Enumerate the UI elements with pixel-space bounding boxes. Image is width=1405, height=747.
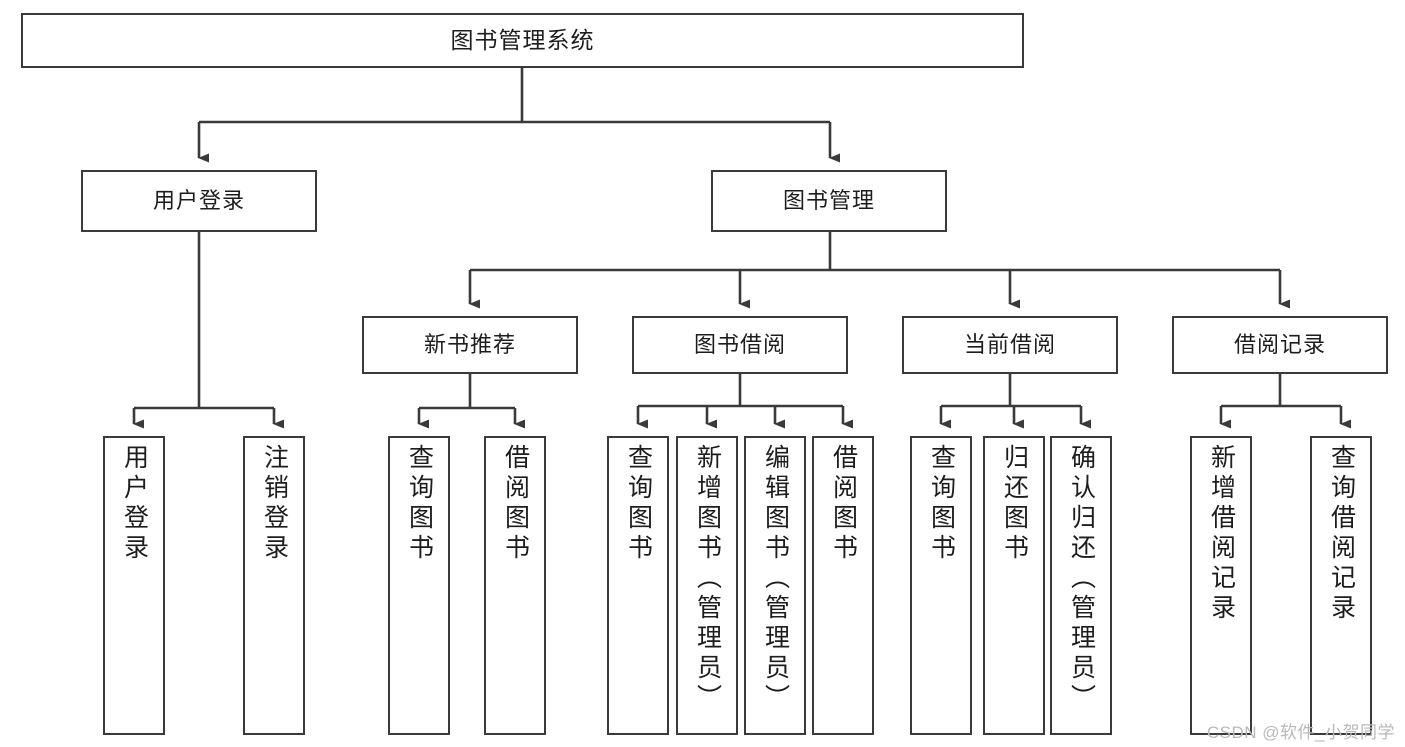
node-book-borrow[interactable]: 图书借阅 [632,316,848,374]
node-current-borrow-label: 当前借阅 [963,332,1056,358]
leaf-add-book-admin-label: 新增图书（管理员） [693,444,722,714]
node-book-borrow-label: 图书借阅 [693,332,786,358]
node-book-management-label: 图书管理 [782,188,875,214]
leaf-logout-label: 注销登录 [260,444,289,564]
node-user-login-label: 用户登录 [152,188,245,214]
leaf-query-book-current[interactable]: 查询图书 [910,436,972,735]
leaf-query-borrow-record[interactable]: 查询借阅记录 [1310,436,1372,735]
node-borrow-record-label: 借阅记录 [1233,332,1326,358]
leaf-query-book-borrow[interactable]: 查询图书 [607,436,669,735]
node-current-borrow[interactable]: 当前借阅 [902,316,1118,374]
leaf-query-book-borrow-label: 查询图书 [624,444,653,564]
leaf-query-borrow-record-label: 查询借阅记录 [1327,444,1356,624]
csdn-watermark: CSDN @软件_小贺同学 [1206,723,1395,742]
node-book-management[interactable]: 图书管理 [711,170,947,232]
leaf-logout[interactable]: 注销登录 [243,436,305,735]
leaf-borrow-book-recommend-label: 借阅图书 [501,444,530,564]
leaf-user-login-label: 用户登录 [120,444,149,564]
node-borrow-record[interactable]: 借阅记录 [1172,316,1388,374]
leaf-edit-book-admin[interactable]: 编辑图书（管理员） [744,436,806,735]
leaf-borrow-book-label: 借阅图书 [829,444,858,564]
leaf-edit-book-admin-label: 编辑图书（管理员） [761,444,790,714]
node-user-login[interactable]: 用户登录 [81,170,317,232]
leaf-add-borrow-record[interactable]: 新增借阅记录 [1190,436,1252,735]
leaf-query-book-current-label: 查询图书 [927,444,956,564]
leaf-query-book-recommend-label: 查询图书 [405,444,434,564]
node-new-book-recommend-label: 新书推荐 [423,332,516,358]
leaf-add-borrow-record-label: 新增借阅记录 [1207,444,1236,624]
node-root-system[interactable]: 图书管理系统 [21,13,1024,68]
leaf-borrow-book-recommend[interactable]: 借阅图书 [484,436,546,735]
leaf-confirm-return-admin[interactable]: 确认归还（管理员） [1050,436,1112,735]
leaf-query-book-recommend[interactable]: 查询图书 [388,436,450,735]
leaf-user-login[interactable]: 用户登录 [103,436,165,735]
leaf-add-book-admin[interactable]: 新增图书（管理员） [676,436,738,735]
leaf-return-book-label: 归还图书 [1000,444,1029,564]
leaf-return-book[interactable]: 归还图书 [983,436,1045,735]
node-root-label: 图书管理系统 [450,27,595,54]
leaf-confirm-return-admin-label: 确认归还（管理员） [1067,444,1096,714]
node-new-book-recommend[interactable]: 新书推荐 [362,316,578,374]
leaf-borrow-book[interactable]: 借阅图书 [812,436,874,735]
